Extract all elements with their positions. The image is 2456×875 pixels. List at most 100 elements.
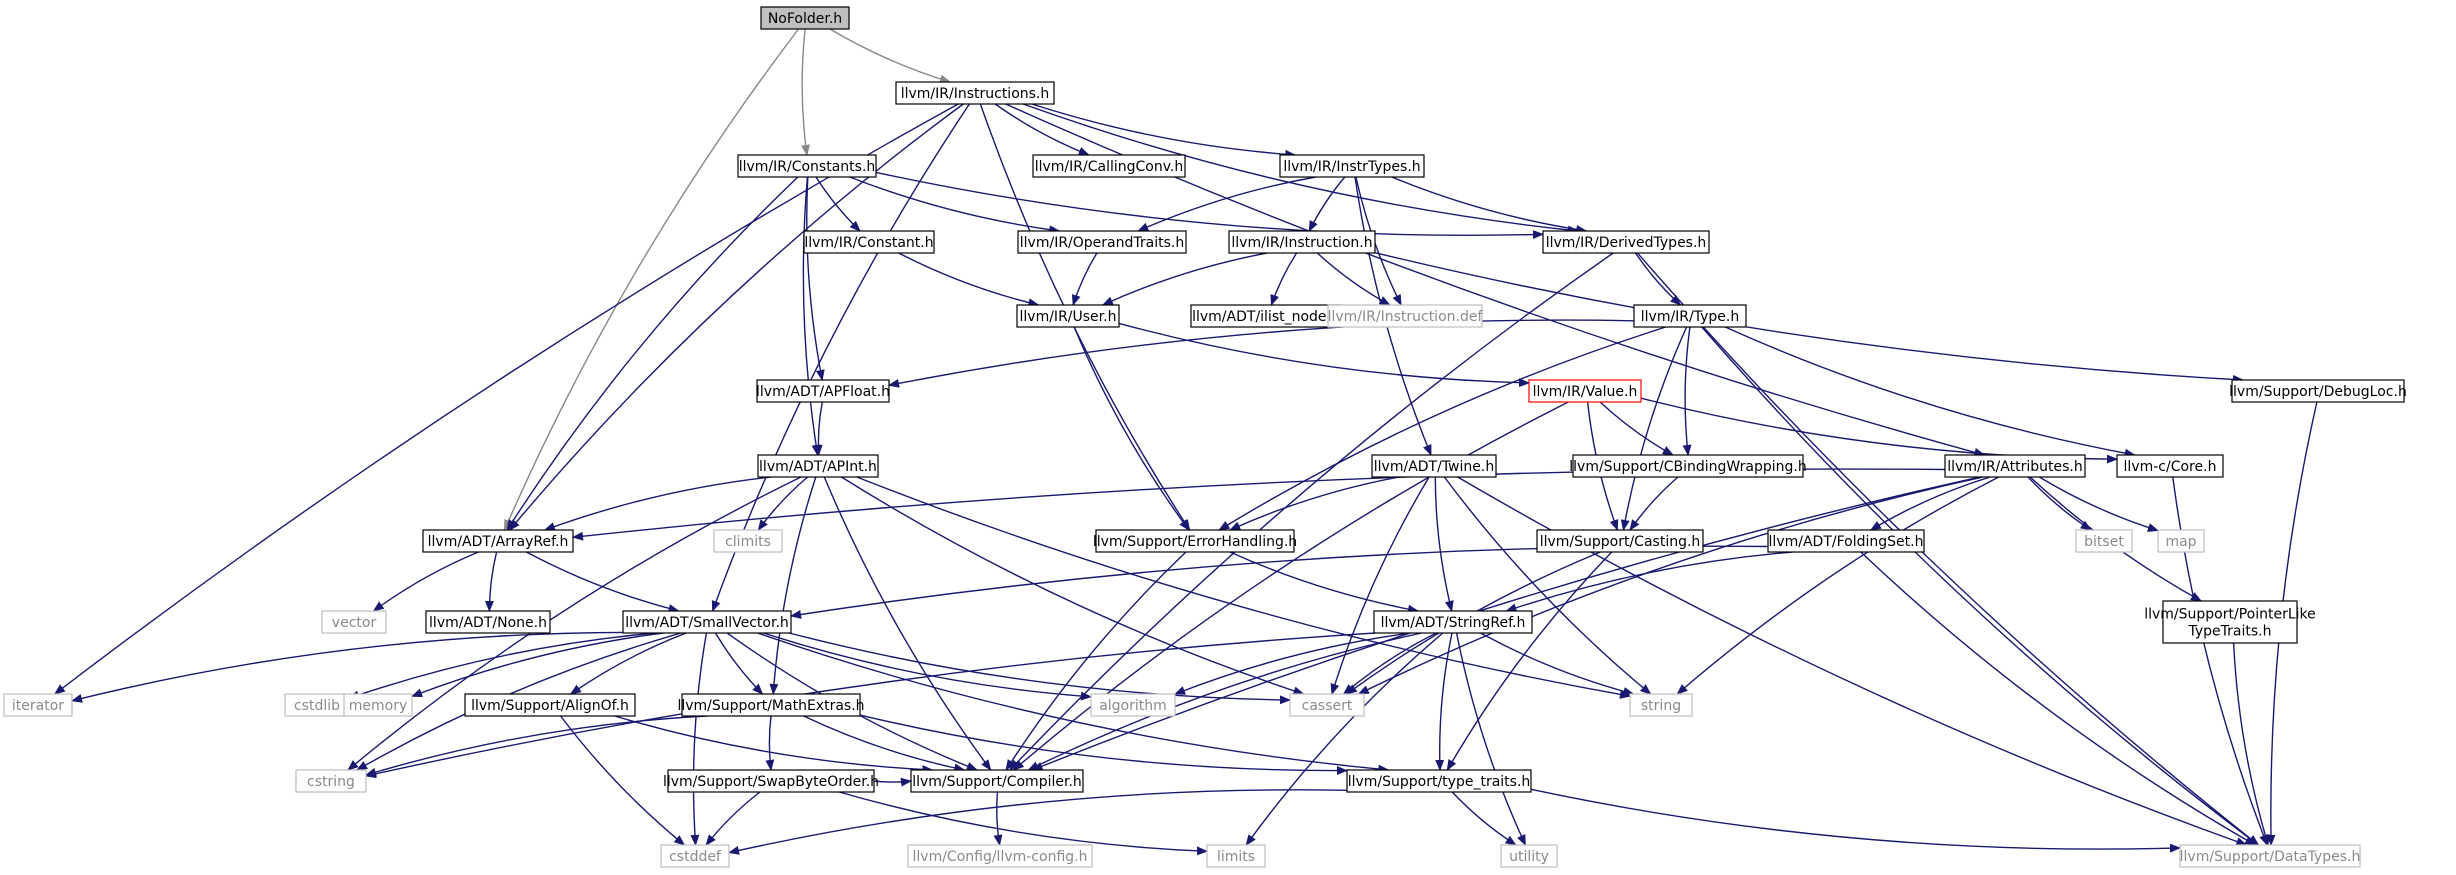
node-map: map [2157, 529, 2205, 553]
node-box [1373, 610, 1533, 634]
node-label: llvm/IR/Instruction.h [1231, 235, 1372, 251]
node-instruction[interactable]: llvm/IR/Instruction.h [1228, 230, 1376, 254]
node-box [803, 230, 935, 254]
node-label: llvm/IR/OperandTraits.h [1020, 235, 1184, 251]
node-nofolder[interactable]: NoFolder.h [760, 6, 850, 30]
node-stringref[interactable]: llvm/ADT/StringRef.h [1373, 610, 1533, 634]
edge-alignof-to-cstddef [560, 715, 686, 846]
node-box [1633, 304, 1747, 328]
node-box [343, 693, 413, 717]
node-user[interactable]: llvm/IR/User.h [1016, 304, 1120, 328]
node-constants[interactable]: llvm/IR/Constants.h [737, 154, 877, 178]
node-label: cstddef [669, 849, 722, 865]
edge-mathextras-to-cstring [364, 715, 708, 777]
edge-swapbyteorder-to-limits [839, 791, 1209, 856]
node-label: llvm/IR/Type.h [1641, 309, 1739, 325]
node-cbinding[interactable]: llvm/Support/CBindingWrapping.h [1569, 454, 1807, 478]
node-label: utility [1509, 849, 1549, 865]
node-box [2179, 844, 2361, 868]
node-box [1542, 230, 1710, 254]
node-label: bitset [2084, 534, 2124, 550]
node-instrtypes[interactable]: llvm/IR/InstrTypes.h [1279, 154, 1425, 178]
edge-instruction-to-ilistnode [1270, 252, 1298, 307]
node-label: vector [332, 615, 377, 631]
node-label: llvm/IR/Instructions.h [901, 86, 1050, 102]
edge-twine-to-stringref [1434, 476, 1454, 613]
edge-attributes-to-bitset [2027, 476, 2092, 531]
node-core[interactable]: llvm-c/Core.h [2116, 454, 2224, 478]
node-label: llvm/Config/llvm-config.h [913, 849, 1088, 865]
node-compiler[interactable]: llvm/Support/Compiler.h [910, 769, 1084, 793]
node-operandtraits[interactable]: llvm/IR/OperandTraits.h [1017, 230, 1187, 254]
node-smallvector[interactable]: llvm/ADT/SmallVector.h [622, 610, 792, 634]
node-vector: vector [321, 610, 387, 634]
node-callingconv[interactable]: llvm/IR/CallingConv.h [1032, 154, 1186, 178]
node-box [1095, 529, 1295, 553]
edge-attributes-to-foldingset [1869, 476, 1991, 531]
node-label: llvm/Support/Casting.h [1540, 534, 1701, 550]
node-attributes[interactable]: llvm/IR/Attributes.h [1944, 454, 2086, 478]
edge-apint-to-compiler [823, 476, 992, 771]
node-errorhandling[interactable]: llvm/Support/ErrorHandling.h [1093, 529, 1297, 553]
node-label: llvm/Support/MathExtras.h [677, 698, 864, 714]
edge-swapbyteorder-to-cstddef [705, 791, 761, 846]
node-box [2157, 529, 2205, 553]
node-box [464, 693, 636, 717]
node-derivedtypes[interactable]: llvm/IR/DerivedTypes.h [1542, 230, 1710, 254]
node-climits: climits [713, 529, 783, 553]
node-ilistnode[interactable]: llvm/ADT/ilist_node.h [1190, 304, 1342, 328]
edge-attributes-to-cassert [1357, 476, 1984, 695]
node-box [681, 693, 861, 717]
edge-foldingset-to-datatypes [1860, 551, 2257, 846]
node-none[interactable]: llvm/ADT/None.h [425, 610, 551, 634]
edge-smallvector-to-cstdlib [347, 632, 656, 700]
edge-attributes-to-map [2038, 476, 2160, 532]
node-apfloat[interactable]: llvm/ADT/APFloat.h [756, 379, 890, 403]
edge-apfloat-to-apint [813, 401, 823, 457]
node-debugloc[interactable]: llvm/Support/DebugLoc.h [2229, 379, 2407, 403]
node-alignof[interactable]: llvm/Support/AlignOf.h [464, 693, 636, 717]
node-typetraits[interactable]: llvm/Support/type_traits.h [1346, 769, 1532, 793]
node-label: llvm/Support/AlignOf.h [471, 698, 629, 714]
node-type[interactable]: llvm/IR/Type.h [1633, 304, 1747, 328]
edge-constants-to-apint [802, 176, 821, 457]
node-casting[interactable]: llvm/Support/Casting.h [1536, 529, 1704, 553]
node-value[interactable]: llvm/IR/Value.h [1528, 379, 1642, 403]
node-mathextras[interactable]: llvm/Support/MathExtras.h [677, 693, 865, 717]
edge-operandtraits-to-user [1071, 252, 1098, 307]
node-constant[interactable]: llvm/IR/Constant.h [803, 230, 935, 254]
edge-instructions-to-iterator [53, 103, 959, 695]
node-instructions[interactable]: llvm/IR/Instructions.h [895, 81, 1055, 105]
node-twine[interactable]: llvm/ADT/Twine.h [1371, 454, 1497, 478]
node-box [1500, 844, 1558, 868]
node-box [2162, 600, 2298, 644]
edge-smallvector-to-iterator [70, 631, 624, 703]
edge-swapbyteorder-to-compiler [873, 777, 913, 787]
edge-value-to-compiler [1012, 401, 1569, 771]
edge-attributes-to-arrayref [571, 468, 1946, 541]
node-label: llvm/Support/CBindingWrapping.h [1569, 459, 1806, 475]
node-box [321, 610, 387, 634]
edge-type-to-cbinding [1682, 326, 1692, 457]
node-apint[interactable]: llvm/ADT/APInt.h [757, 454, 879, 478]
node-label: llvm/ADT/ArrayRef.h [428, 534, 569, 550]
node-box [760, 6, 850, 30]
node-box [667, 769, 875, 793]
node-foldingset[interactable]: llvm/ADT/FoldingSet.h [1767, 529, 1925, 553]
node-box [425, 610, 551, 634]
node-arrayref[interactable]: llvm/ADT/ArrayRef.h [422, 529, 574, 553]
node-swapbyteorder[interactable]: llvm/Support/SwapByteOrder.h [663, 769, 879, 793]
edges-layer [53, 28, 2318, 856]
edge-instruction-to-instructiondef [1316, 252, 1391, 306]
node-utility: utility [1500, 844, 1558, 868]
node-box [1032, 154, 1186, 178]
node-box [1572, 454, 1804, 478]
node-box [1327, 304, 1483, 328]
node-box [2116, 454, 2224, 478]
edge-derivedtypes-to-datatypes [1636, 252, 2260, 846]
node-box [757, 454, 879, 478]
edge-smallvector-to-alignof [569, 632, 687, 695]
node-label: llvm/ADT/SmallVector.h [625, 615, 789, 631]
edge-attributes-to-string [1676, 476, 2000, 695]
